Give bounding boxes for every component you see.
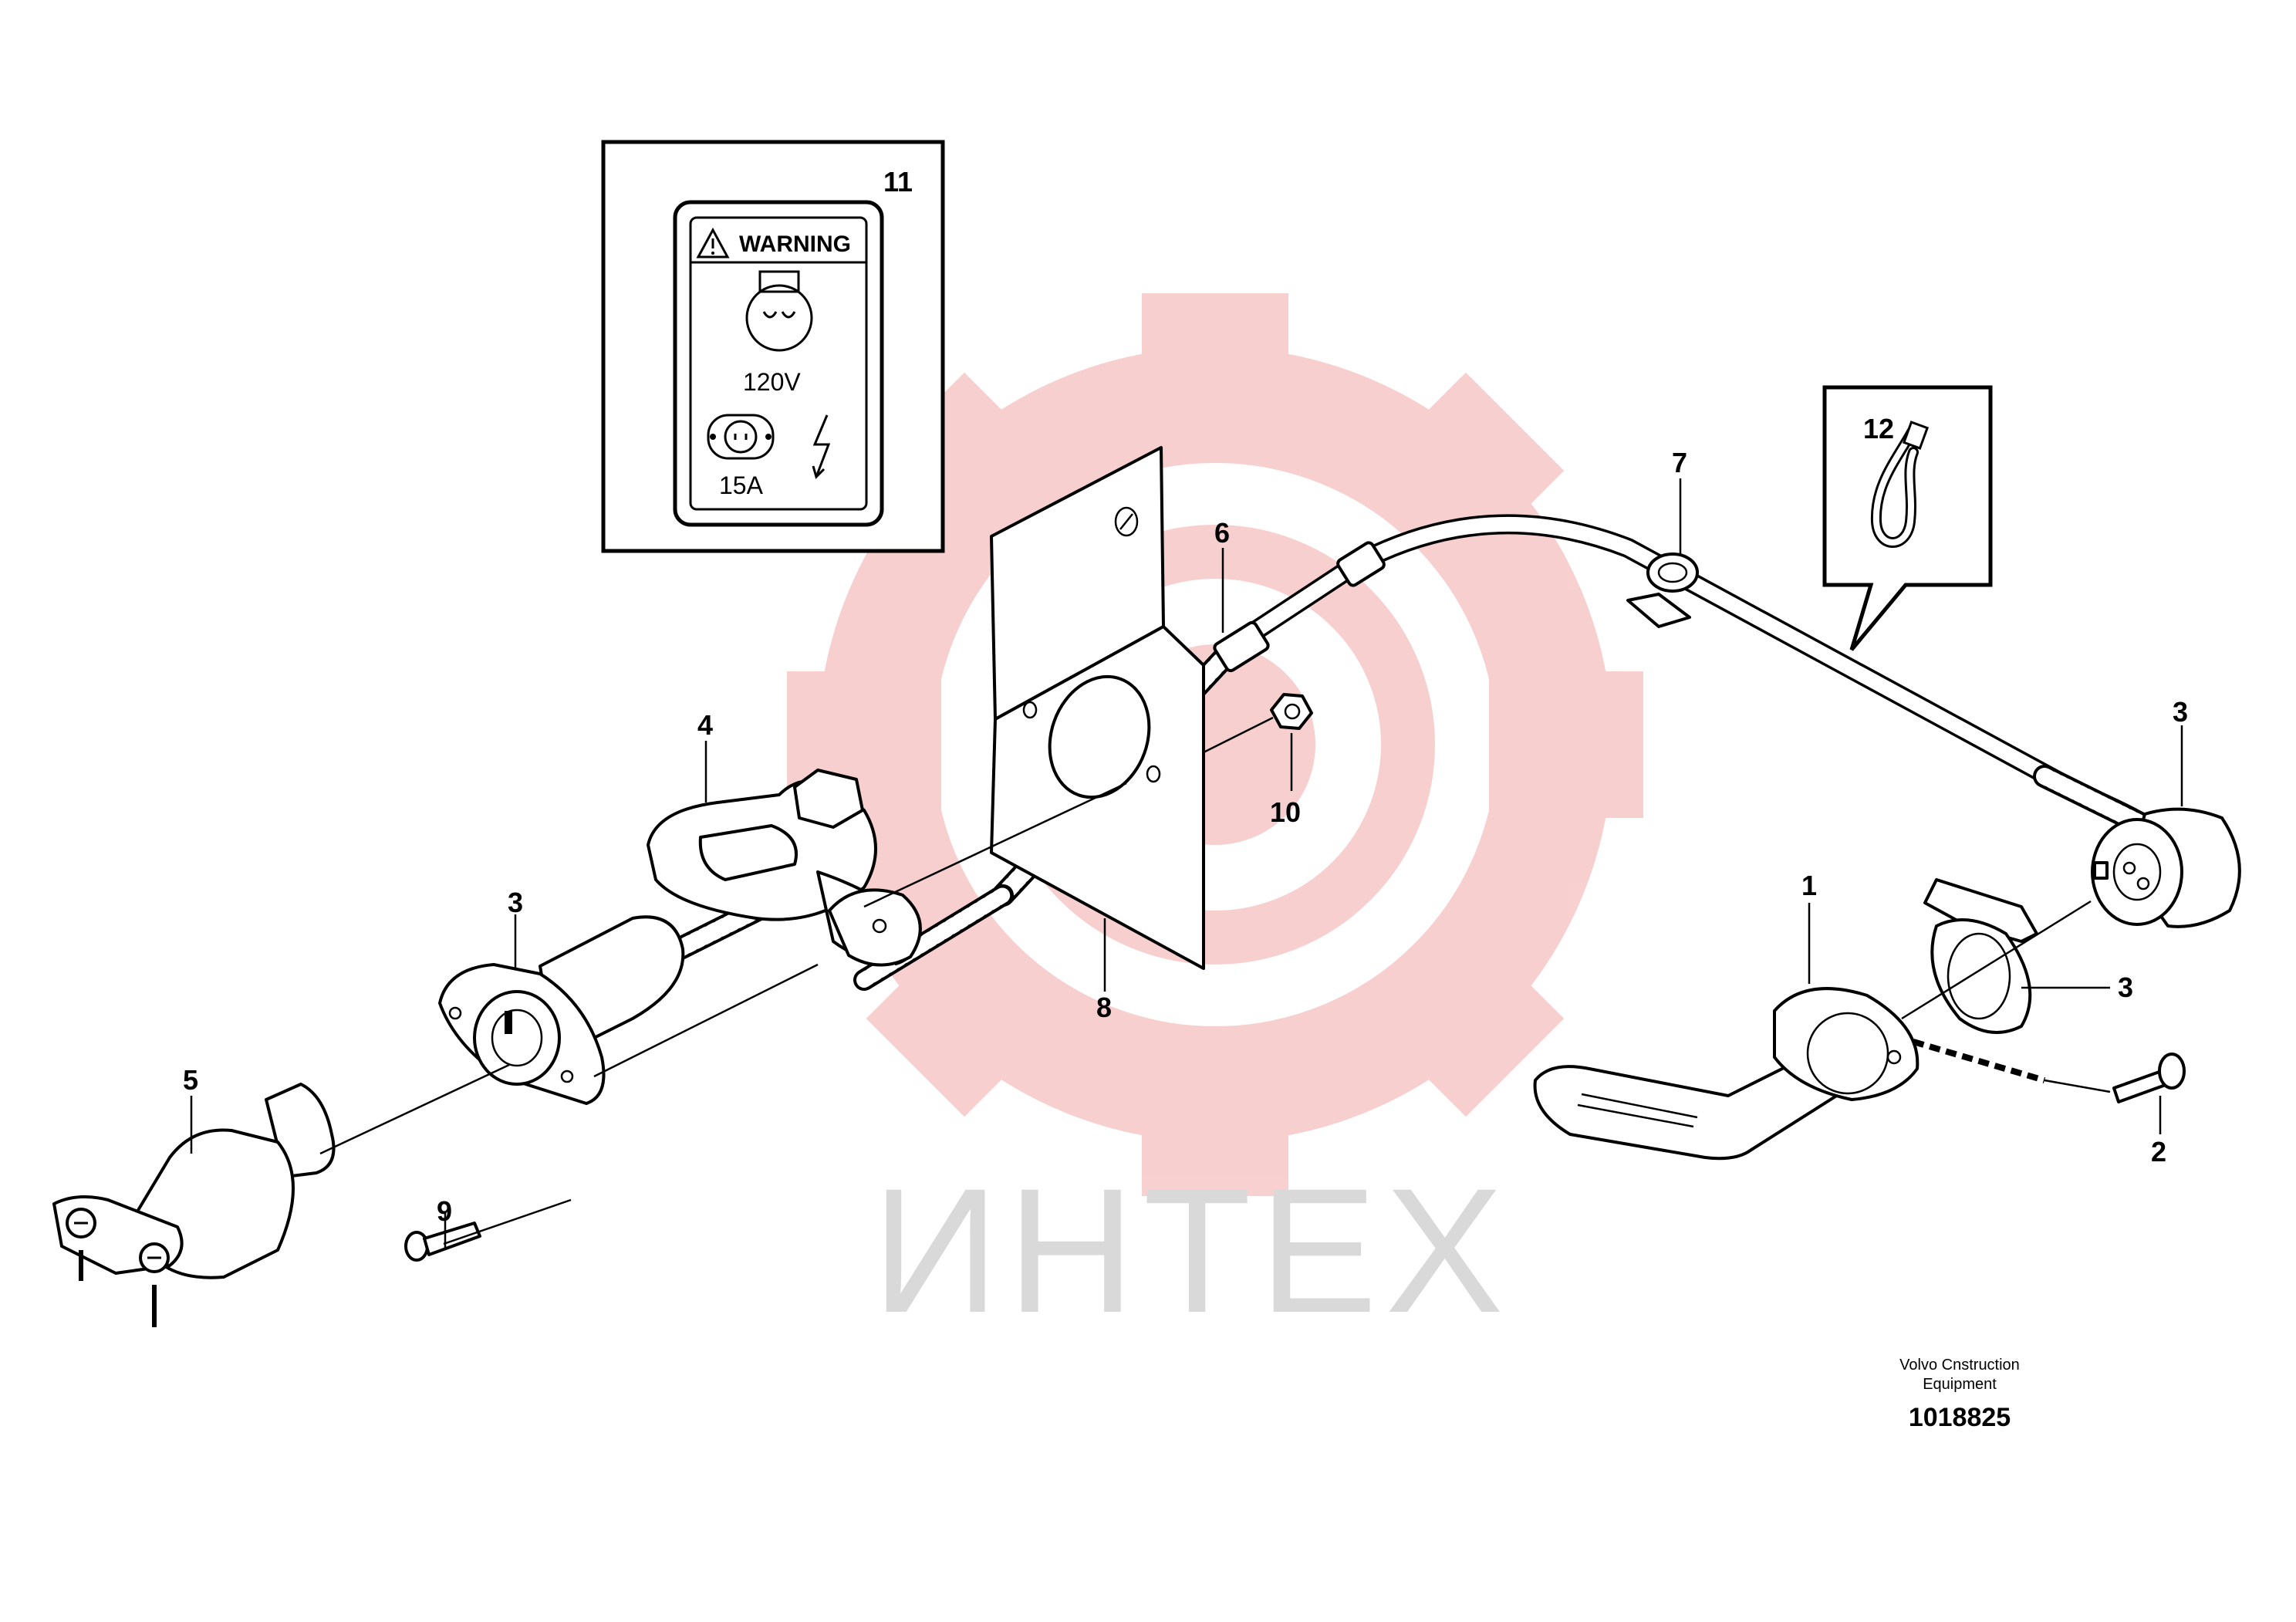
lightning-bolt-icon [812, 414, 831, 479]
callout-8: 8 [1096, 992, 1112, 1023]
cable-tie-icon [1870, 421, 1930, 548]
watermark-text: ИНТЕХ [872, 1151, 1511, 1350]
plug [52, 1083, 336, 1327]
callout-6: 6 [1214, 517, 1230, 549]
callout-3-left: 3 [508, 887, 523, 918]
socket-right [2091, 807, 2241, 928]
callout-9: 9 [437, 1195, 452, 1227]
footer: Volvo Cnstruction Equipment 1018825 [1899, 1357, 2020, 1432]
callout-1: 1 [1801, 870, 1817, 901]
callout-4: 4 [697, 709, 713, 741]
gasket [828, 888, 922, 967]
company-name-line1: Volvo Cnstruction [1899, 1357, 2020, 1374]
amperage-label: 15A [719, 471, 764, 499]
callout-3-right: 3 [2173, 696, 2188, 728]
inset-warning-label: 11 WARNING 120V 15A [601, 140, 945, 553]
callouts: 1 2 3 3 3 4 5 6 7 8 9 10 [183, 447, 2188, 1227]
socket-icon [707, 414, 775, 460]
socket-left [438, 915, 685, 1105]
cable-clamp [1626, 552, 1699, 628]
callout-11: 11 [883, 166, 913, 198]
bolt-right [2112, 1053, 2186, 1103]
warning-title: WARNING [739, 231, 851, 257]
voltage-label: 120V [743, 368, 801, 396]
warning-triangle-icon [696, 227, 730, 259]
drawing-number: 1018825 [1909, 1403, 2011, 1432]
leader-lines [190, 478, 2183, 1250]
mounting-ring [1923, 878, 2038, 1034]
plug-outlet-icon [745, 270, 813, 352]
handle-tube [1533, 987, 1920, 1161]
company-name-line2: Equipment [1923, 1376, 1997, 1393]
callout-7: 7 [1672, 447, 1687, 478]
inset-cable-tie: 12 [1822, 385, 1993, 651]
callout-3-middle: 3 [2118, 972, 2133, 1003]
screw-left [404, 1222, 481, 1262]
nut [1270, 693, 1313, 730]
callout-2: 2 [2151, 1136, 2166, 1168]
callout-5: 5 [183, 1064, 198, 1096]
callout-12: 12 [1863, 413, 1894, 444]
callout-10: 10 [1270, 796, 1301, 828]
